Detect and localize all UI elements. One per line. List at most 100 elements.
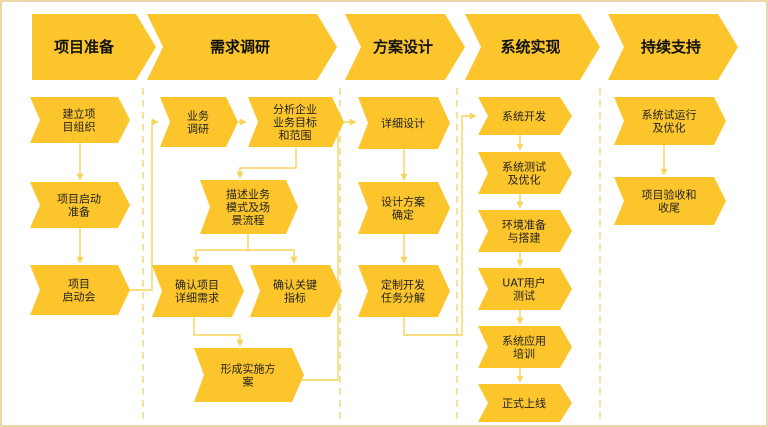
step-label-line: UAT用户 xyxy=(502,276,545,290)
phase-header-5: 持续支持 xyxy=(608,14,738,80)
step-shape xyxy=(30,265,130,315)
step-label-line: 项目启动 xyxy=(57,193,101,206)
step-shape xyxy=(30,97,130,143)
connector-s6-s8 xyxy=(248,249,298,264)
phase-header-shape xyxy=(608,14,738,80)
process-step-s18: 正式上线 xyxy=(478,384,572,422)
process-step-s10: 详细设计 xyxy=(358,97,450,149)
connector-s12-s13 xyxy=(403,112,477,336)
step-label-line: 指标 xyxy=(284,291,306,305)
process-step-s13: 系统开发 xyxy=(478,97,572,135)
step-label-line: 系统应用 xyxy=(502,334,546,348)
step-label-line: 景流程 xyxy=(232,213,265,227)
step-label-line: 项目验收和 xyxy=(642,188,697,202)
step-label-line: 形成实施方 xyxy=(221,362,276,376)
step-shape xyxy=(478,210,572,252)
step-label-line: 案 xyxy=(243,375,254,389)
step-shape xyxy=(152,265,244,317)
step-shape xyxy=(478,384,572,422)
process-steps: 建立项目组织项目启动准备项目启动会业务调研分析企业业务目标和范围描述业务模式及场… xyxy=(30,97,726,422)
step-label-line: 描述业务 xyxy=(226,187,270,201)
step-shape xyxy=(478,97,572,135)
step-shape xyxy=(358,265,450,317)
step-label-line: 详细设计 xyxy=(381,116,425,130)
step-shape xyxy=(358,182,450,234)
phase-header-shape xyxy=(345,14,465,80)
phase-header-2: 需求调研 xyxy=(147,14,337,80)
step-shape xyxy=(478,326,572,368)
step-label-line: 确认项目 xyxy=(175,279,219,292)
phase-header-shape xyxy=(465,14,600,80)
phase-header-label: 方案设计 xyxy=(373,38,433,56)
step-label-line: 收尾 xyxy=(658,201,680,215)
phase-header-label: 需求调研 xyxy=(210,38,270,56)
phase-header-shape xyxy=(147,14,337,80)
step-label-line: 培训 xyxy=(513,347,535,361)
step-shape xyxy=(248,97,344,147)
connector-s6-s7-a xyxy=(192,234,249,264)
step-shape xyxy=(30,182,130,228)
step-label-line: 分析企业 xyxy=(273,102,317,116)
phase-dividers xyxy=(142,88,601,424)
step-label-line: 系统试运行 xyxy=(642,109,697,122)
step-label-line: 系统开发 xyxy=(502,109,546,123)
step-label-line: 启动会 xyxy=(63,291,96,304)
phase-header-4: 系统实现 xyxy=(465,14,600,80)
step-label-line: 模式及场 xyxy=(226,200,270,214)
step-label-line: 建立项 xyxy=(63,107,96,121)
phase-header-shape xyxy=(32,14,156,80)
phase-header-label: 项目准备 xyxy=(54,38,115,56)
phase-header-1: 项目准备 xyxy=(32,14,156,80)
connector-lines xyxy=(76,112,668,383)
step-label-line: 与搭建 xyxy=(508,231,541,245)
step-label-line: 正式上线 xyxy=(502,396,546,410)
step-label-line: 项目 xyxy=(68,278,90,291)
step-shape xyxy=(160,97,238,147)
step-label-line: 详细需求 xyxy=(175,291,219,305)
step-shape xyxy=(614,177,726,225)
step-shape xyxy=(358,97,450,149)
phase-header-label: 持续支持 xyxy=(641,38,701,56)
step-shape xyxy=(478,152,572,194)
phase-headers: 项目准备 需求调研 方案设计 系统实现 持续支持 xyxy=(32,14,738,80)
step-label-line: 及优化 xyxy=(508,173,541,187)
step-label-line: 调研 xyxy=(187,123,209,136)
step-label-line: 业务目标 xyxy=(273,115,317,129)
connector-s5-s6 xyxy=(236,147,297,179)
step-label-line: 设计方案 xyxy=(381,195,425,209)
step-label-line: 任务分解 xyxy=(381,291,425,305)
step-shape xyxy=(478,268,572,310)
connector-s7-s9 xyxy=(193,317,244,347)
step-label-line: 确定 xyxy=(392,208,414,222)
step-label-line: 目组织 xyxy=(63,120,96,134)
step-shape xyxy=(614,97,726,145)
step-shape xyxy=(194,348,304,402)
step-label-line: 测试 xyxy=(513,290,535,303)
phase-header-3: 方案设计 xyxy=(345,14,465,80)
step-label-line: 业务 xyxy=(187,110,209,123)
step-label-line: 定制开发 xyxy=(381,278,425,292)
step-label-line: 确认关键 xyxy=(273,278,317,292)
step-label-line: 和范围 xyxy=(279,128,312,142)
connector-s9-s10 xyxy=(300,118,357,381)
step-label-line: 及优化 xyxy=(653,121,686,135)
step-shape xyxy=(250,265,342,317)
